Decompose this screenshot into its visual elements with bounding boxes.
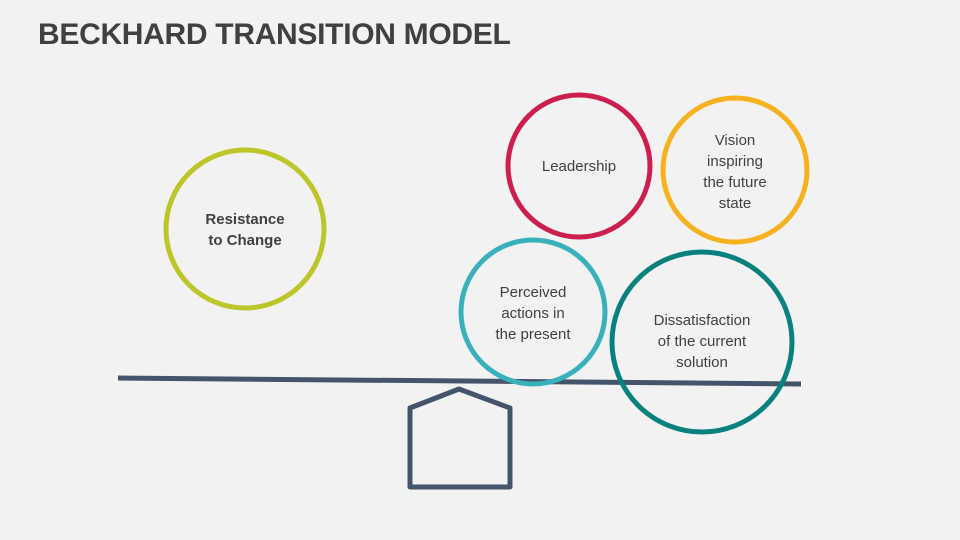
label-vision: Vision inspiring the future state [703,132,767,212]
circle-perceived-actions [458,237,608,387]
seesaw-beam [117,375,802,387]
seesaw-fulcrum [407,386,513,490]
slide-title: BECKHARD TRANSITION MODEL [38,18,511,51]
label-dissatisfaction: Dissatisfaction of the current solution [653,311,751,371]
label-resistance-to-change: Resistance to Change [205,211,285,249]
circle-vision [660,95,810,245]
circle-dissatisfaction [609,249,795,435]
label-perceived-actions: Perceived actions in the present [495,283,571,343]
circle-resistance-to-change [163,147,327,311]
label-leadership: Leadership [541,157,617,175]
circle-leadership [505,92,653,240]
